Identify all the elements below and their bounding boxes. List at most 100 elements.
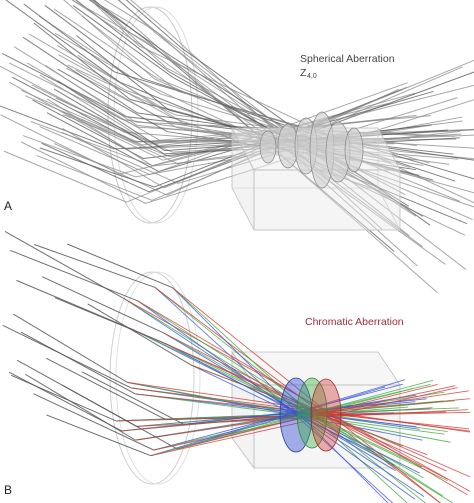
panel-title-a: Spherical Aberration bbox=[300, 53, 395, 65]
ray-a-in bbox=[53, 88, 165, 155]
panel-letter-a: A bbox=[4, 199, 12, 213]
ray-a-in bbox=[41, 142, 150, 193]
ray-a-in bbox=[118, 0, 157, 34]
ray-b-in bbox=[67, 243, 173, 289]
ray-b-in bbox=[61, 384, 178, 450]
ray-a-in bbox=[125, 0, 181, 48]
ray-a-in bbox=[5, 0, 121, 83]
ray-b-in bbox=[87, 303, 192, 366]
ray-b-in bbox=[46, 357, 166, 420]
ray-a-in bbox=[46, 98, 153, 167]
panel-b: B Chromatic Aberration bbox=[2, 231, 471, 503]
ray-a-in bbox=[117, 0, 159, 34]
ray-b-out bbox=[135, 393, 445, 435]
focal-disc-red bbox=[310, 378, 342, 452]
ray-b-out bbox=[153, 383, 431, 451]
ray-a-in bbox=[81, 15, 179, 92]
ray-b-out bbox=[135, 393, 417, 428]
ray-bundle-b bbox=[2, 231, 471, 503]
ray-b-in bbox=[46, 414, 151, 457]
ray-a-in bbox=[90, 0, 131, 24]
ray-b-in bbox=[81, 371, 185, 425]
ray-b-out bbox=[137, 300, 416, 500]
ray-a-in bbox=[21, 141, 146, 204]
ray-a-in bbox=[23, 3, 115, 73]
ray-a-in bbox=[3, 150, 127, 203]
ray-a-in bbox=[36, 155, 153, 201]
ray-a-in bbox=[129, 0, 169, 33]
ray-b-in bbox=[33, 393, 154, 451]
zernike-symbol: Z bbox=[300, 67, 307, 79]
ray-a-in bbox=[58, 54, 173, 118]
ray-a-in bbox=[57, 68, 168, 133]
ray-a-in bbox=[33, 22, 131, 100]
zernike-index: 4,0 bbox=[307, 73, 317, 80]
ray-a-in bbox=[81, 118, 178, 165]
ray-a-in bbox=[54, 32, 162, 95]
ray-a-in bbox=[21, 89, 138, 143]
ray-a-in bbox=[44, 5, 144, 79]
ray-b-out bbox=[131, 387, 471, 432]
ray-b-out bbox=[127, 381, 423, 441]
ray-a-in bbox=[71, 0, 143, 47]
panel-letter-b: B bbox=[4, 483, 12, 497]
ray-a-in bbox=[75, 69, 178, 129]
ray-a-in bbox=[62, 111, 164, 161]
ray-a-in bbox=[57, 45, 161, 108]
ray-b-out bbox=[191, 364, 428, 456]
ray-a-in bbox=[46, 112, 160, 172]
ray-b-in bbox=[16, 279, 132, 330]
focal-disc-green bbox=[296, 377, 328, 449]
ray-a-in bbox=[13, 46, 137, 123]
ray-a-in bbox=[0, 105, 115, 150]
ray-a-in bbox=[103, 0, 159, 34]
focal-slice bbox=[259, 130, 277, 164]
ray-a-in bbox=[72, 5, 174, 78]
ray-a-in bbox=[90, 0, 140, 47]
ray-b-out bbox=[165, 343, 423, 468]
ray-b-out bbox=[172, 287, 441, 503]
ray-b-out bbox=[135, 393, 470, 430]
ray-b-out bbox=[150, 379, 406, 457]
ray-a-in bbox=[22, 36, 138, 114]
ray-a-in bbox=[39, 126, 151, 176]
ray-b-out bbox=[137, 300, 444, 497]
pupil-disc-b bbox=[109, 271, 201, 485]
ray-a-in bbox=[76, 35, 170, 111]
ray-b-out bbox=[127, 381, 451, 443]
ray-a-in bbox=[28, 33, 127, 91]
ray-a-in bbox=[63, 0, 155, 80]
ray-b-out bbox=[177, 386, 386, 450]
ray-b-in bbox=[10, 374, 117, 422]
ray-a-in bbox=[30, 121, 153, 167]
ray-b-out bbox=[165, 343, 395, 466]
ray-b-out bbox=[190, 364, 375, 453]
ray-b-in bbox=[9, 249, 138, 302]
focal-slice bbox=[344, 127, 364, 173]
ray-b-out bbox=[130, 328, 420, 474]
ray-b-in bbox=[41, 276, 164, 334]
focal-disc-blue bbox=[279, 377, 313, 453]
ray-b-out bbox=[165, 343, 447, 472]
panel-a: A Spherical Aberration Z 4,0 bbox=[0, 0, 474, 294]
ray-a-in bbox=[39, 147, 155, 188]
ray-a-in bbox=[22, 135, 136, 178]
ray-a-in bbox=[39, 74, 149, 142]
ray-a-in bbox=[62, 128, 165, 189]
ray-a-in bbox=[91, 0, 167, 69]
ray-a-in bbox=[0, 65, 125, 133]
ray-b-out bbox=[150, 379, 434, 457]
ray-b-in bbox=[20, 331, 136, 395]
ray-a-in bbox=[62, 83, 161, 142]
ray-b-out bbox=[154, 287, 442, 503]
ray-b-in bbox=[34, 244, 156, 288]
chromatic-focal-discs bbox=[279, 377, 342, 453]
ray-b-in bbox=[25, 373, 136, 441]
ray-b-out bbox=[130, 328, 448, 482]
ray-b-out bbox=[121, 398, 427, 432]
ray-a-in bbox=[57, 80, 166, 152]
ray-a-in bbox=[0, 114, 120, 175]
focal-slices-a bbox=[259, 111, 364, 189]
ray-b-in bbox=[8, 371, 122, 432]
